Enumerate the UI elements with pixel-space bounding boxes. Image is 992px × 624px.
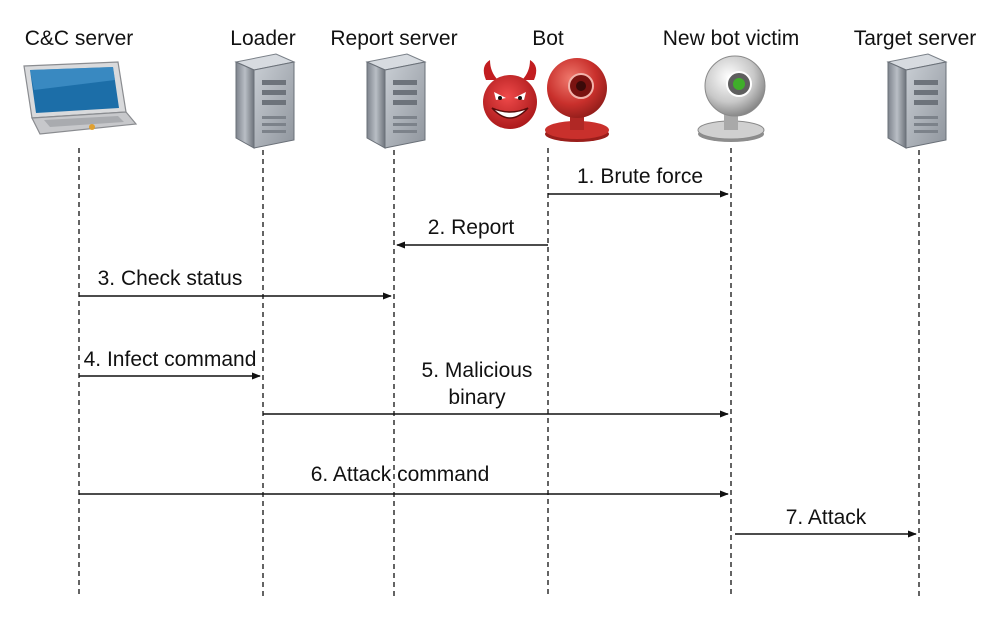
server-tower-icon-target (886, 53, 948, 149)
message-label-3: 3. Check status (98, 267, 243, 290)
actor-label-bot: Bot (532, 27, 564, 50)
red-webcam-icon (545, 58, 609, 142)
laptop-icon (23, 61, 138, 135)
message-label-5-line-2: binary (448, 386, 506, 409)
actor-label-victim: New bot victim (663, 27, 800, 50)
server-tower-icon-loader (234, 53, 296, 149)
server-tower-icon-report (365, 53, 427, 149)
message-label-1: 1. Brute force (577, 165, 703, 188)
message-label-7: 7. Attack (786, 506, 867, 529)
devil-face-icon (483, 60, 537, 129)
actor-label-cnc: C&C server (25, 27, 134, 50)
actor-label-target: Target server (854, 27, 977, 50)
actor-label-loader: Loader (230, 27, 295, 50)
actor-label-report: Report server (330, 27, 457, 50)
message-label-6: 6. Attack command (311, 463, 490, 486)
message-label-5-line-1: 5. Malicious (422, 359, 533, 382)
message-label-2: 2. Report (428, 216, 515, 239)
webcam-icon (697, 55, 766, 142)
message-label-4: 4. Infect command (84, 348, 257, 371)
